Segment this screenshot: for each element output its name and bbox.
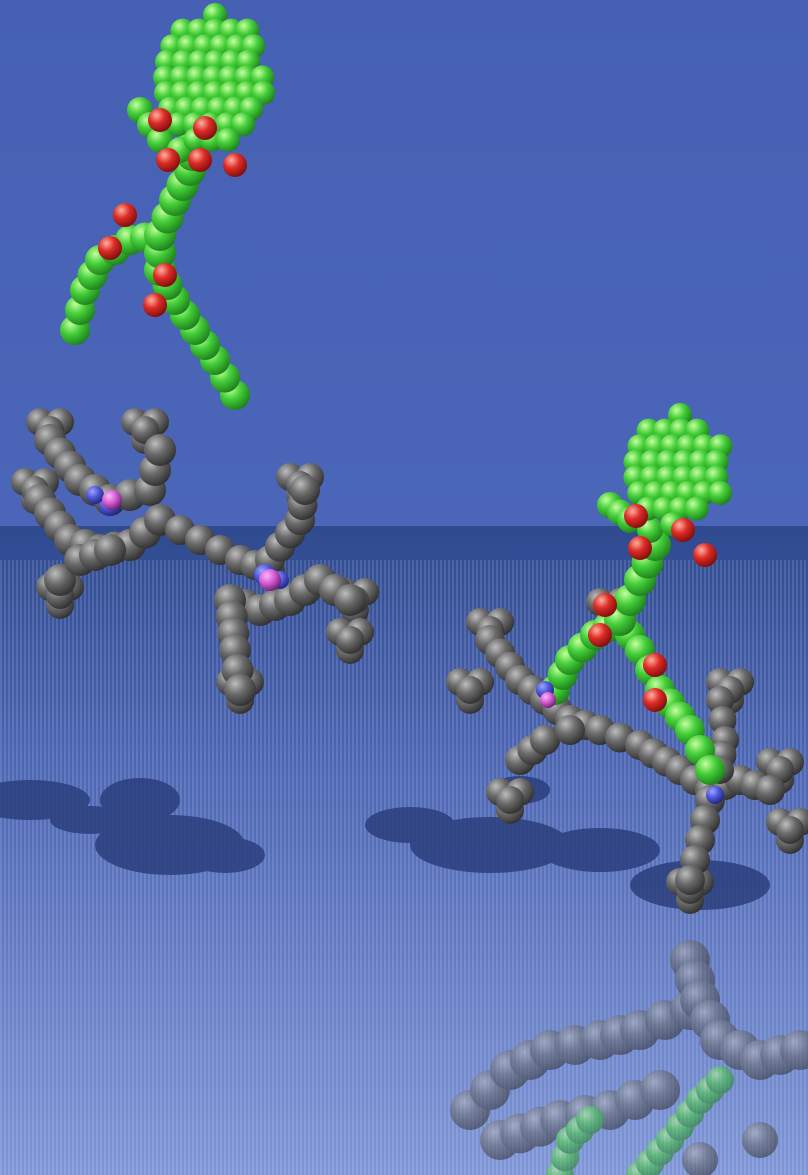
oxygen-atom [628, 536, 652, 560]
oxygen-atom [223, 153, 247, 177]
reflection-atom [706, 1066, 734, 1094]
oxygen-atom [643, 688, 667, 712]
reflection-atom [682, 1142, 718, 1175]
oxygen-atom [156, 148, 180, 172]
carbon-atom [496, 786, 524, 814]
carbon-atom [147, 127, 173, 153]
oxygen-atom [671, 518, 695, 542]
reflection-atom [640, 1070, 680, 1110]
fullerene-atom [684, 496, 709, 521]
oxygen-atom [624, 504, 648, 528]
reflection-atom [780, 1030, 808, 1070]
oxygen-atom [148, 108, 172, 132]
carbon-atom [776, 816, 804, 844]
carbon-atom [334, 584, 366, 616]
fullerene-guest-free [60, 3, 276, 410]
metal-atom [540, 692, 556, 708]
carbon-atom [224, 674, 256, 706]
carbon-atom [555, 715, 585, 745]
carbon-atom [530, 725, 560, 755]
fullerene-atom [231, 112, 256, 137]
host-guest-complex-right [446, 403, 808, 914]
oxygen-atom [588, 623, 612, 647]
carbon-atom [695, 755, 725, 785]
nitrogen-atom [86, 486, 104, 504]
oxygen-atom [643, 653, 667, 677]
carbon-atom [290, 475, 320, 505]
oxygen-atom [593, 593, 617, 617]
oxygen-atom [153, 263, 177, 287]
oxygen-atom [693, 543, 717, 567]
carbon-atom [44, 564, 76, 596]
oxygen-atom [113, 203, 137, 227]
carbon-atom [144, 434, 176, 466]
oxygen-atom [98, 236, 122, 260]
fullerene-atom [708, 481, 733, 505]
carbon-atom [456, 676, 484, 704]
carbon-atom [336, 626, 364, 654]
carbon-atom [755, 775, 785, 805]
fullerene-atom [215, 127, 240, 152]
oxygen-atom [193, 116, 217, 140]
molecule-shadows [0, 776, 770, 910]
carbon-atom [94, 534, 126, 566]
reflection-atom [742, 1122, 778, 1158]
floor-reflection [450, 940, 808, 1175]
oxygen-atom [143, 293, 167, 317]
metal-atom [259, 569, 281, 591]
reflection-atom [576, 1106, 604, 1134]
carbon-atom [675, 865, 705, 895]
porphyrin-tweezer-left [11, 408, 379, 714]
nitrogen-atom [706, 786, 724, 804]
metal-atom [102, 490, 122, 510]
oxygen-atom [188, 148, 212, 172]
